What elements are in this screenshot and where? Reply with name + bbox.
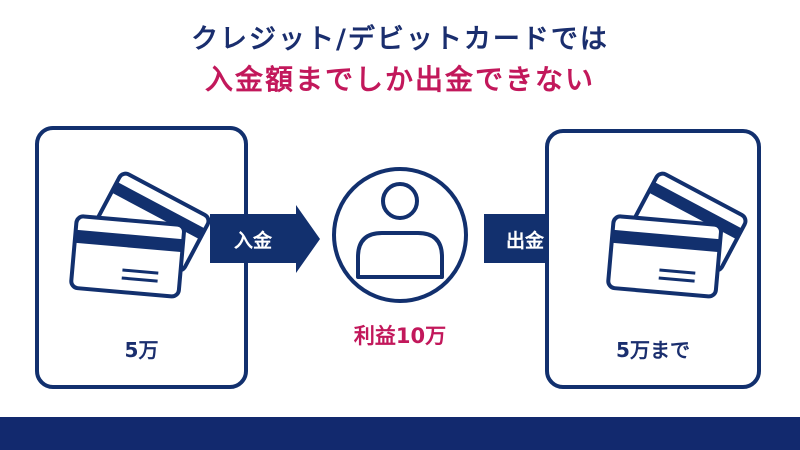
footer-bar [0, 417, 800, 450]
source-amount-label: 5万 [124, 338, 159, 362]
credit-cards-icon [606, 171, 748, 299]
title-line-1: クレジット/デビットカードでは [191, 24, 609, 55]
credit-cards-icon [69, 171, 211, 299]
withdraw-limit-label: 5万まで [616, 338, 690, 362]
user-circle-icon [332, 167, 468, 303]
profit-label: 利益10万 [353, 324, 447, 348]
deposit-label: 入金 [233, 230, 272, 252]
title-line-2: 入金額までしか出金できない [204, 63, 595, 96]
withdraw-label: 出金 [505, 230, 544, 252]
deposit-arrow-icon [210, 205, 320, 273]
